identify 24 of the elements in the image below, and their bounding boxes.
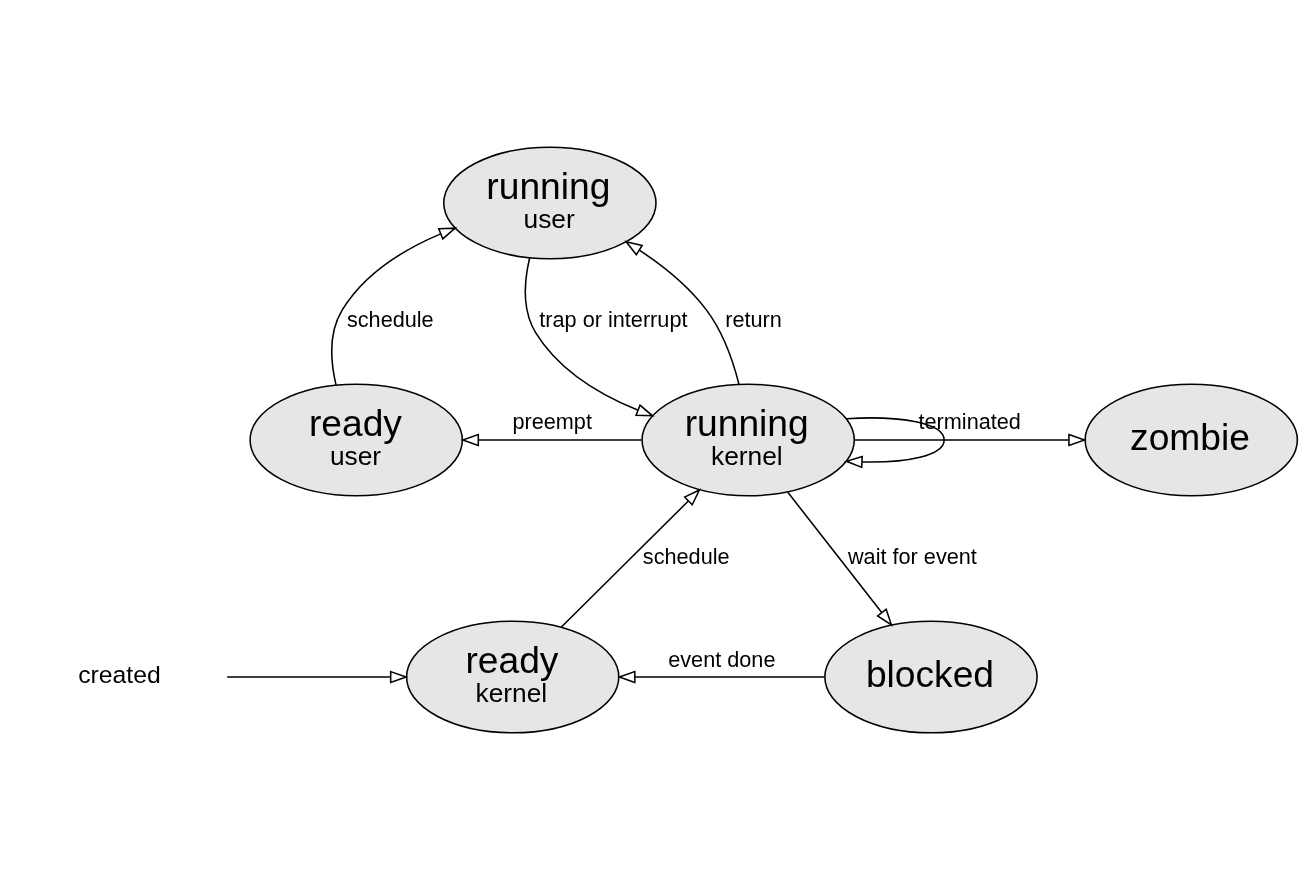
arrow: [617, 670, 826, 684]
edge-label: wait for event: [847, 543, 977, 569]
arrow: [853, 433, 1087, 446]
arrow: [624, 240, 740, 385]
arrow: [844, 416, 945, 468]
arrow: [460, 433, 643, 446]
edge-label: schedule: [346, 306, 434, 332]
arrow: [560, 487, 702, 628]
arrow: [787, 491, 893, 627]
edge-label: preempt: [512, 408, 592, 434]
node-ellipse: ready kernel: [405, 620, 620, 734]
node-ellipse: running kernel: [641, 382, 856, 497]
node-text: created: [78, 660, 161, 688]
edge-label: return: [725, 306, 782, 332]
node-ellipse: ready user: [249, 382, 464, 497]
edge-label: terminated: [918, 408, 1021, 434]
arrow: [226, 670, 409, 684]
arrow: [524, 256, 655, 417]
node-ellipse: blocked: [824, 620, 1038, 734]
edge-label: trap or interrupt: [539, 306, 688, 332]
node-ellipse: zombie: [1084, 382, 1299, 497]
edge-label: event done: [668, 646, 776, 671]
edge-label: schedule: [642, 543, 730, 569]
arrow: [331, 226, 458, 386]
